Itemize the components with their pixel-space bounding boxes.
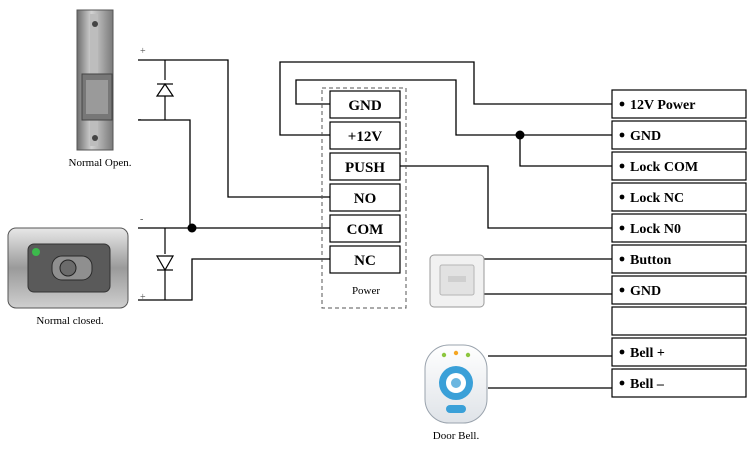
strike-caption: Normal Open. bbox=[69, 157, 132, 169]
controller-footer: Power bbox=[352, 285, 380, 297]
magnetic-lock-image bbox=[7, 227, 129, 309]
connector-box-6 bbox=[611, 275, 747, 305]
terminal-box-4 bbox=[329, 214, 401, 243]
connector-bullet-1 bbox=[619, 132, 625, 138]
terminal-label-4: COM bbox=[347, 222, 384, 238]
connector-label-2: Lock COM bbox=[630, 160, 698, 175]
connector-box-0 bbox=[611, 89, 747, 119]
connector-bullet-9 bbox=[619, 380, 625, 386]
connector-bullet-6 bbox=[619, 287, 625, 293]
connector-bullet-3 bbox=[619, 194, 625, 200]
connector-label-8: Bell + bbox=[630, 346, 665, 361]
terminal-box-0 bbox=[329, 90, 401, 119]
junction-dot-com bbox=[187, 223, 197, 233]
connector-box-2 bbox=[611, 151, 747, 181]
terminal-box-5 bbox=[329, 245, 401, 274]
diode-maglock bbox=[155, 228, 175, 300]
connector-bullet-8 bbox=[619, 349, 625, 355]
connector-box-9 bbox=[611, 368, 747, 398]
connector-box-3 bbox=[611, 182, 747, 212]
controller-outline bbox=[321, 87, 407, 309]
terminal-box-3 bbox=[329, 183, 401, 212]
terminal-label-0: GND bbox=[348, 98, 382, 114]
connector-bullet-5 bbox=[619, 256, 625, 262]
terminal-label-1: +12V bbox=[348, 129, 383, 145]
exit-button-image bbox=[429, 254, 485, 308]
connector-bullet-2 bbox=[619, 163, 625, 169]
connector-bullet-0 bbox=[619, 101, 625, 107]
wires bbox=[138, 59, 612, 389]
connector-bullet-4 bbox=[619, 225, 625, 231]
terminal-label-5: NC bbox=[354, 253, 376, 269]
door-bell-caption: Door Bell. bbox=[433, 430, 480, 442]
connector-box-4 bbox=[611, 213, 747, 243]
terminal-box-2 bbox=[329, 152, 401, 181]
diode-strike bbox=[155, 60, 175, 120]
door-bell-image bbox=[424, 344, 488, 424]
junction-dot-gnd bbox=[515, 130, 525, 140]
strike-plus-sign: + bbox=[140, 46, 146, 57]
connector-box-7 bbox=[611, 306, 747, 336]
connector-box-5 bbox=[611, 244, 747, 274]
terminal-label-3: NO bbox=[354, 191, 377, 207]
connector-label-5: Button bbox=[630, 253, 671, 268]
connector-box-8 bbox=[611, 337, 747, 367]
connector-label-9: Bell – bbox=[630, 377, 665, 392]
connector-label-6: GND bbox=[630, 284, 661, 299]
terminal-label-2: PUSH bbox=[345, 160, 385, 176]
maglock-minus-sign: - bbox=[140, 214, 143, 225]
connector-label-3: Lock NC bbox=[630, 191, 684, 206]
controller-terminals: GND +12V PUSH NO COM NC bbox=[329, 90, 401, 274]
connector-label-4: Lock N0 bbox=[630, 222, 681, 237]
connector-label-0: 12V Power bbox=[630, 98, 695, 113]
connector-box-1 bbox=[611, 120, 747, 150]
terminal-box-1 bbox=[329, 121, 401, 150]
maglock-caption: Normal closed. bbox=[36, 315, 103, 327]
electric-strike-image bbox=[76, 9, 114, 151]
maglock-plus-sign: + bbox=[140, 292, 146, 303]
connector-label-1: GND bbox=[630, 129, 661, 144]
